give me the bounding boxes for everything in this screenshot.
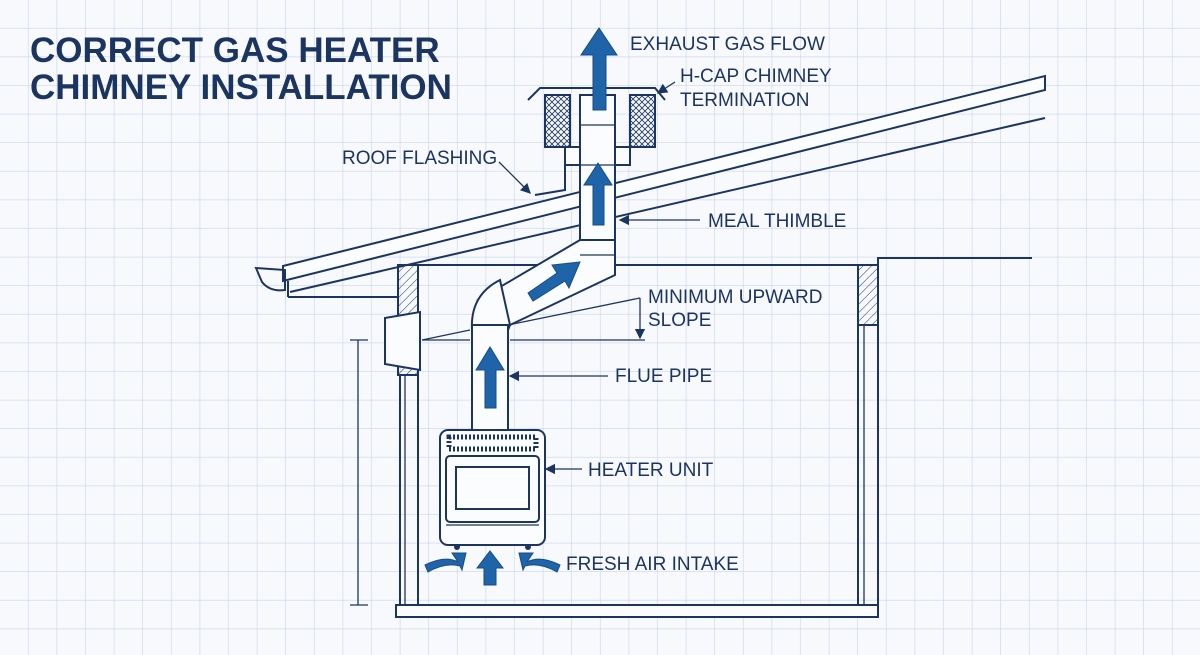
label-minimum-slope-line-2: SLOPE: [648, 310, 711, 331]
heater-unit: [439, 429, 546, 550]
label-flue-pipe: FLUE PIPE: [615, 366, 712, 387]
label-h-cap-line-2: TERMINATION: [680, 90, 809, 111]
flow-arrows: [424, 27, 618, 586]
diagonal-arrow-icon: [527, 261, 581, 302]
intake-curve-arrow-icon: [424, 552, 467, 573]
leader-lines: [498, 81, 700, 475]
intake-curve-arrow-icon: [518, 552, 561, 573]
exhaust-arrow-icon: [580, 27, 618, 111]
label-roof-flashing: ROOF FLASHING: [342, 148, 497, 169]
label-heater-unit: HEATER UNIT: [588, 460, 714, 481]
label-fresh-air-intake: FRESH AIR INTAKE: [566, 554, 739, 575]
wall-vent: [384, 310, 421, 372]
title-line-2: CHIMNEY INSTALLATION: [30, 68, 452, 107]
roof: [254, 74, 1046, 298]
title-line-1: CORRECT GAS HEATER: [30, 31, 440, 70]
roof-flashing: [534, 165, 566, 196]
label-minimum-slope-line-1: MINIMUM UPWARD: [648, 287, 823, 308]
building: [350, 257, 1032, 618]
label-meal-thimble: MEAL THIMBLE: [708, 211, 846, 232]
label-h-cap-line-1: H-CAP CHIMNEY: [680, 66, 832, 87]
up-arrow-icon: [583, 162, 613, 226]
intake-arrow-icon: [475, 550, 505, 586]
up-arrow-icon: [475, 346, 505, 409]
label-exhaust-gas-flow: EXHAUST GAS FLOW: [630, 34, 825, 55]
gutter: [254, 266, 286, 292]
